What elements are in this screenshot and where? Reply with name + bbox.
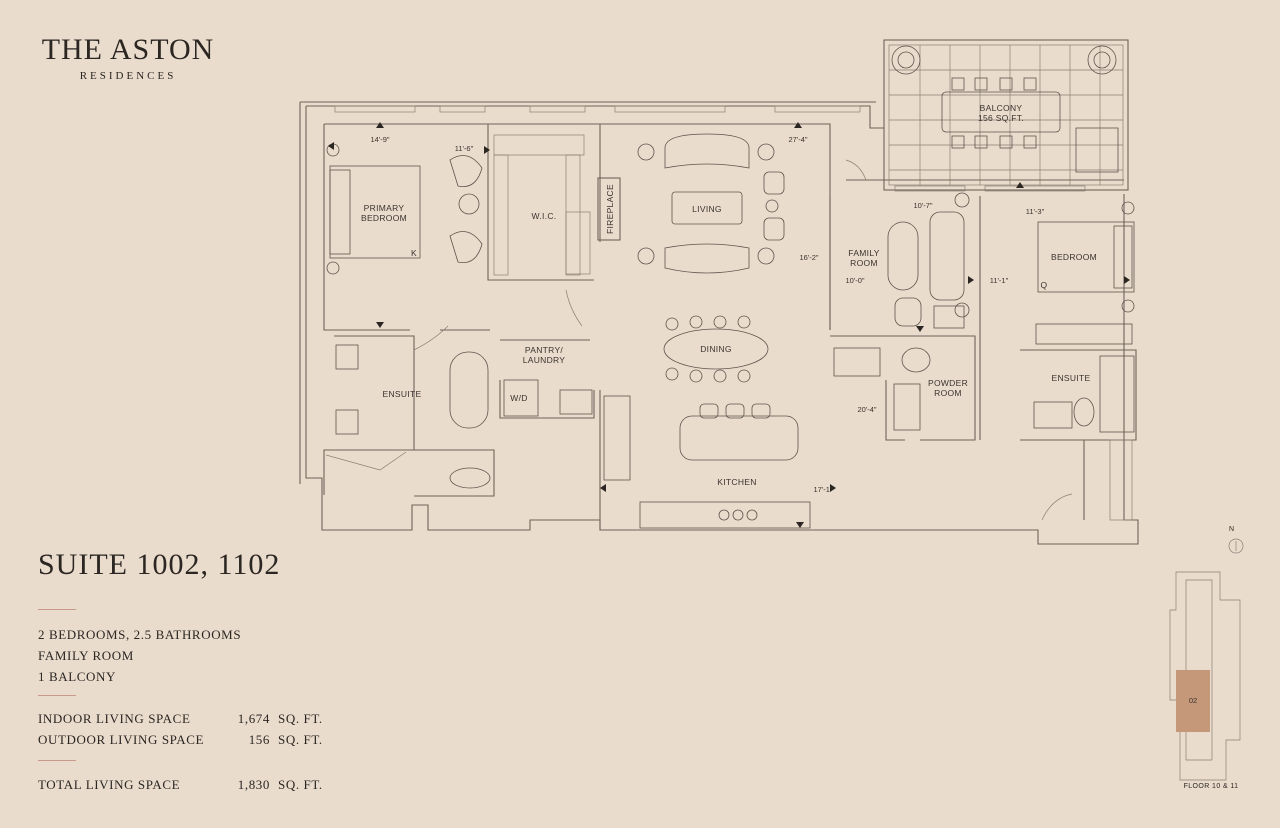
room-label-bedroom: BEDROOM [1051,252,1097,262]
feature-family-room: FAMILY ROOM [38,648,134,663]
brand-logo: THE ASTON RESIDENCES [38,33,218,83]
dimension-label: 14'-9" [370,135,389,144]
room-label-ensuite-right: ENSUITE [1052,373,1091,383]
room-label-family-room-2: ROOM [850,258,878,268]
dimension-label: 17'-1" [813,485,832,494]
area-label: OUTDOOR LIVING SPACE [38,732,205,747]
bed-size-k: K [411,248,417,258]
area-value: 156 [248,732,270,747]
bed-size-q: Q [1041,280,1048,290]
room-label-kitchen: KITCHEN [717,477,756,487]
dimension-label: 20'-4" [857,405,876,414]
area-value: 1,830 [237,777,270,792]
room-label-wic: W.I.C. [532,211,557,221]
dimension-label: 11'-3" [1026,207,1045,216]
dimension-label: 11'-1" [990,276,1009,285]
room-label-powder-1: POWDER [928,378,968,388]
balcony [883,39,1129,191]
keyplan [1169,538,1244,781]
room-label-pantry-2: LAUNDRY [523,355,566,365]
room-label-dining: DINING [700,344,732,354]
room-label-family-room-1: FAMILY [848,248,879,258]
area-value: 1,674 [237,711,270,726]
divider [38,695,76,696]
area-unit: SQ. FT. [278,711,323,726]
feature-bedrooms: 2 BEDROOMS, 2.5 BATHROOMS [38,627,242,642]
living-furniture [637,133,785,274]
dimension-label: 11'-6" [455,144,474,153]
room-label-primary-bedroom-2: BEDROOM [361,213,407,223]
room-label-living: LIVING [692,204,722,214]
keyplan-unit-number: 02 [1189,696,1197,705]
keyplan-floor-label: FLOOR 10 & 11 [1183,783,1239,790]
dimension-label: 27'-4" [788,135,807,144]
room-label-balcony-area: 156 SQ.FT. [978,113,1024,123]
divider [38,609,76,610]
area-label: TOTAL LIVING SPACE [38,777,181,792]
dimension-label: 16'-2" [799,253,818,262]
primary-bed [326,143,483,275]
brand-name: THE ASTON [41,33,215,66]
keyplan-unit-highlight [1176,670,1210,732]
room-label-balcony: BALCONY [980,103,1023,113]
room-label-fireplace: FIREPLACE [605,184,615,234]
suite-title: SUITE 1002, 1102 [38,548,281,581]
dimension-label: 10'-7" [913,201,932,210]
room-label-wd: W/D [510,393,527,403]
room-label-pantry-1: PANTRY/ [525,345,563,355]
area-label: INDOOR LIVING SPACE [38,711,191,726]
area-unit: SQ. FT. [278,777,323,792]
area-unit: SQ. FT. [278,732,323,747]
room-label-powder-2: ROOM [934,388,962,398]
room-label-primary-bedroom-1: PRIMARY [364,203,405,213]
room-label-ensuite-left: ENSUITE [383,389,422,399]
divider [38,760,76,761]
feature-balcony: 1 BALCONY [38,669,116,684]
dimension-label: 10'-0" [845,276,864,285]
north-indicator: N [1229,526,1235,533]
brand-subtitle: RESIDENCES [79,70,177,82]
